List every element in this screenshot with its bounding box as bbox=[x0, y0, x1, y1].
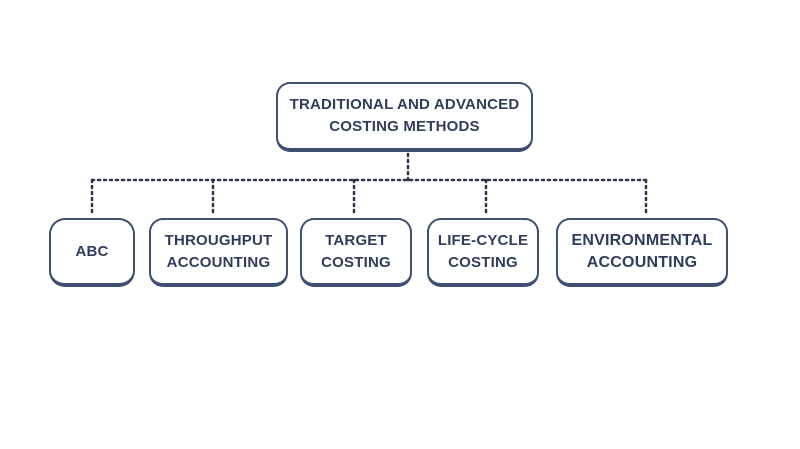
child-node-environmental-accounting: ENVIRONMENTAL ACCOUNTING bbox=[556, 218, 728, 287]
child-node-target-line2: COSTING bbox=[321, 253, 391, 271]
child-node-throughput-line2: ACCOUNTING bbox=[166, 253, 271, 271]
child-node-target-line1: TARGET bbox=[325, 231, 387, 249]
child-node-throughput-accounting: THROUGHPUT ACCOUNTING bbox=[149, 218, 288, 287]
child-node-lifecycle-line1: LIFE-CYCLE bbox=[437, 231, 529, 249]
child-node-abc-line1: ABC bbox=[75, 242, 109, 260]
root-node: TRADITIONAL AND ADVANCED COSTING METHODS bbox=[276, 82, 533, 152]
child-node-life-cycle-costing: LIFE-CYCLE COSTING bbox=[427, 218, 539, 287]
root-node-line2: COSTING METHODS bbox=[329, 118, 480, 135]
child-node-target-costing: TARGET COSTING bbox=[300, 218, 412, 287]
child-node-environmental-line2: ACCOUNTING bbox=[586, 253, 698, 271]
child-node-lifecycle-line2: COSTING bbox=[448, 253, 518, 271]
child-node-abc: ABC bbox=[49, 218, 135, 287]
child-node-throughput-line1: THROUGHPUT bbox=[164, 231, 273, 249]
root-node-line1: TRADITIONAL AND ADVANCED bbox=[289, 96, 520, 113]
child-node-environmental-line1: ENVIRONMENTAL bbox=[571, 231, 713, 249]
